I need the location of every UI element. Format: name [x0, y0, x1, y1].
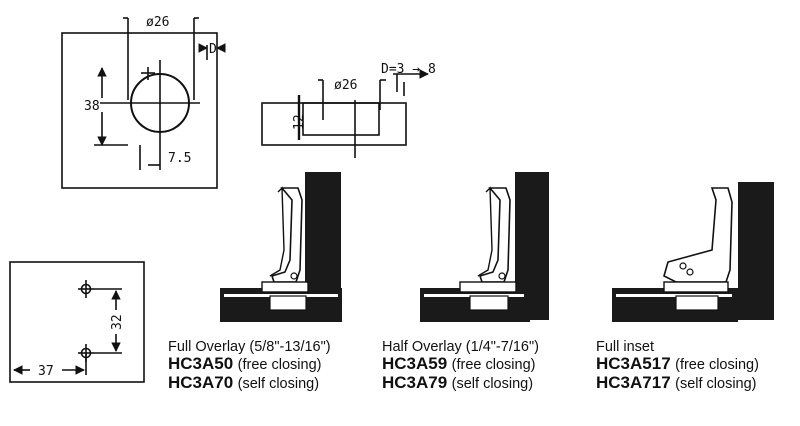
caption-title: Full inset — [596, 339, 655, 355]
side-diameter-label: ø26 — [334, 78, 357, 93]
plate-spacing-label: 32 — [110, 314, 125, 330]
model-code: HC3A717 — [596, 373, 671, 393]
cup-drilling-view — [61, 17, 226, 189]
cabinet-panel — [612, 288, 738, 322]
hinge-half-overlay — [420, 172, 549, 322]
model-code: HC3A59 — [382, 354, 448, 374]
plate-offset-label: 37 — [38, 364, 54, 379]
model-code: HC3A50 — [168, 354, 234, 374]
model-note: (self closing) — [451, 376, 534, 393]
edge-distance-label: D — [209, 42, 217, 57]
model-note: (free closing) — [237, 357, 322, 374]
hinge-full-inset — [612, 182, 774, 322]
model-code: HC3A70 — [168, 373, 234, 393]
cabinet-side-outline — [9, 261, 145, 383]
model-note: (free closing) — [675, 357, 759, 374]
side-section-view — [261, 69, 429, 158]
d-range-label: D=3 → 8 — [381, 62, 436, 77]
cup-diameter-label: ø26 — [146, 15, 169, 30]
panel-section-outline — [261, 102, 407, 146]
cup-recess — [302, 102, 380, 136]
door-panel-outline — [61, 32, 218, 189]
caption-half-overlay: Half Overlay (1/4"-7/16") HC3A59 (free c… — [382, 339, 539, 393]
door-panel — [305, 172, 341, 292]
caption-title: Full Overlay (5/8"-13/16") — [168, 339, 331, 355]
model-code: HC3A79 — [382, 373, 448, 393]
model-note: (self closing) — [237, 376, 320, 393]
model-note: (self closing) — [675, 376, 757, 393]
hinge-full-overlay — [220, 172, 342, 322]
side-depth-label: 12 — [292, 114, 307, 130]
mounting-plate-view — [9, 261, 145, 383]
model-code: HC3A517 — [596, 354, 671, 374]
caption-title: Half Overlay (1/4"-7/16") — [382, 339, 539, 355]
caption-full-overlay: Full Overlay (5/8"-13/16") HC3A50 (free … — [168, 339, 331, 393]
door-panel — [738, 182, 774, 320]
model-note: (free closing) — [451, 357, 536, 374]
offset-label: 7.5 — [168, 151, 191, 166]
caption-full-inset: Full inset HC3A517 (free closing) HC3A71… — [596, 339, 759, 393]
depth-label: 38 — [84, 99, 100, 114]
